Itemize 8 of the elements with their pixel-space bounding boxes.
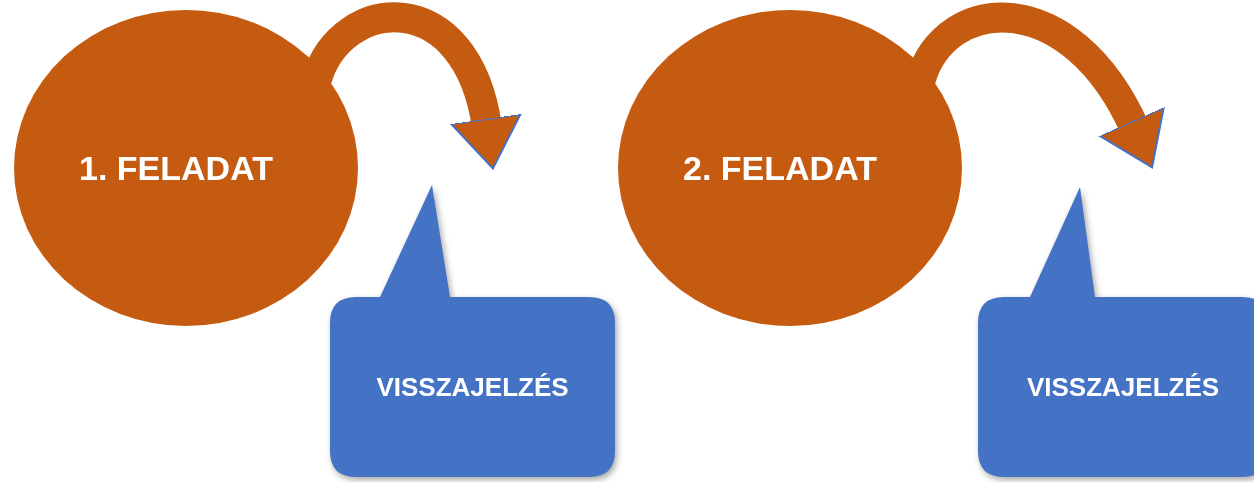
feedback-callout [978,187,1254,477]
feedback-callout [330,185,615,477]
node-label: VISSZAJELZÉS [376,371,569,403]
node-label: 2. FELADAT [683,148,877,188]
node-label: 1. FELADAT [79,148,273,188]
task-ellipse [618,10,962,326]
node-label: VISSZAJELZÉS [1026,371,1220,403]
task-ellipse [14,10,358,326]
